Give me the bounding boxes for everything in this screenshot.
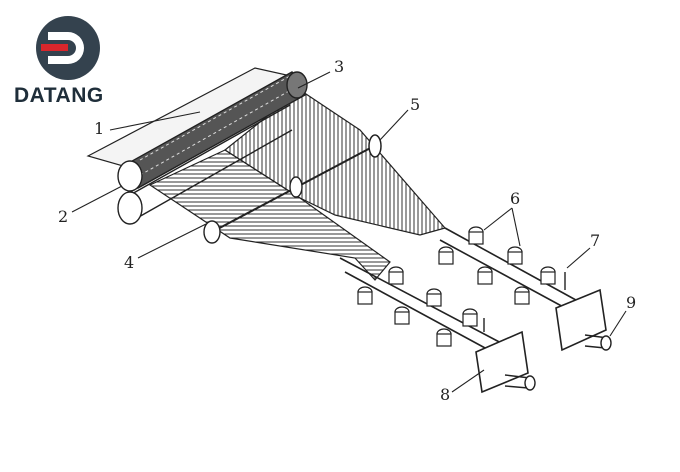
yarn-sheet-upper: [223, 89, 447, 236]
leader-lines: [71, 71, 627, 393]
datang-logo-icon: [36, 16, 100, 80]
logo-red-bar: [41, 44, 68, 51]
callout-2: 2: [58, 207, 68, 226]
callout-5: 5: [410, 95, 420, 114]
brand-logo: [8, 10, 128, 110]
callout-8: 8: [440, 385, 450, 404]
callout-1: 1: [94, 119, 104, 138]
separator-ring: [368, 134, 382, 158]
creel-rail-right: [438, 226, 612, 352]
logo-d-shape: [48, 32, 84, 64]
guide-rod: [203, 144, 377, 244]
brand-name: DATANG: [14, 84, 104, 107]
lower-roller: [117, 104, 293, 225]
callout-9: 9: [626, 293, 636, 312]
callout-3: 3: [334, 57, 344, 76]
callout-6: 6: [510, 189, 520, 208]
callout-7: 7: [590, 231, 600, 250]
coiled-beam: [117, 71, 308, 192]
callout-4: 4: [124, 253, 134, 272]
creel-rail-left: [339, 257, 536, 394]
